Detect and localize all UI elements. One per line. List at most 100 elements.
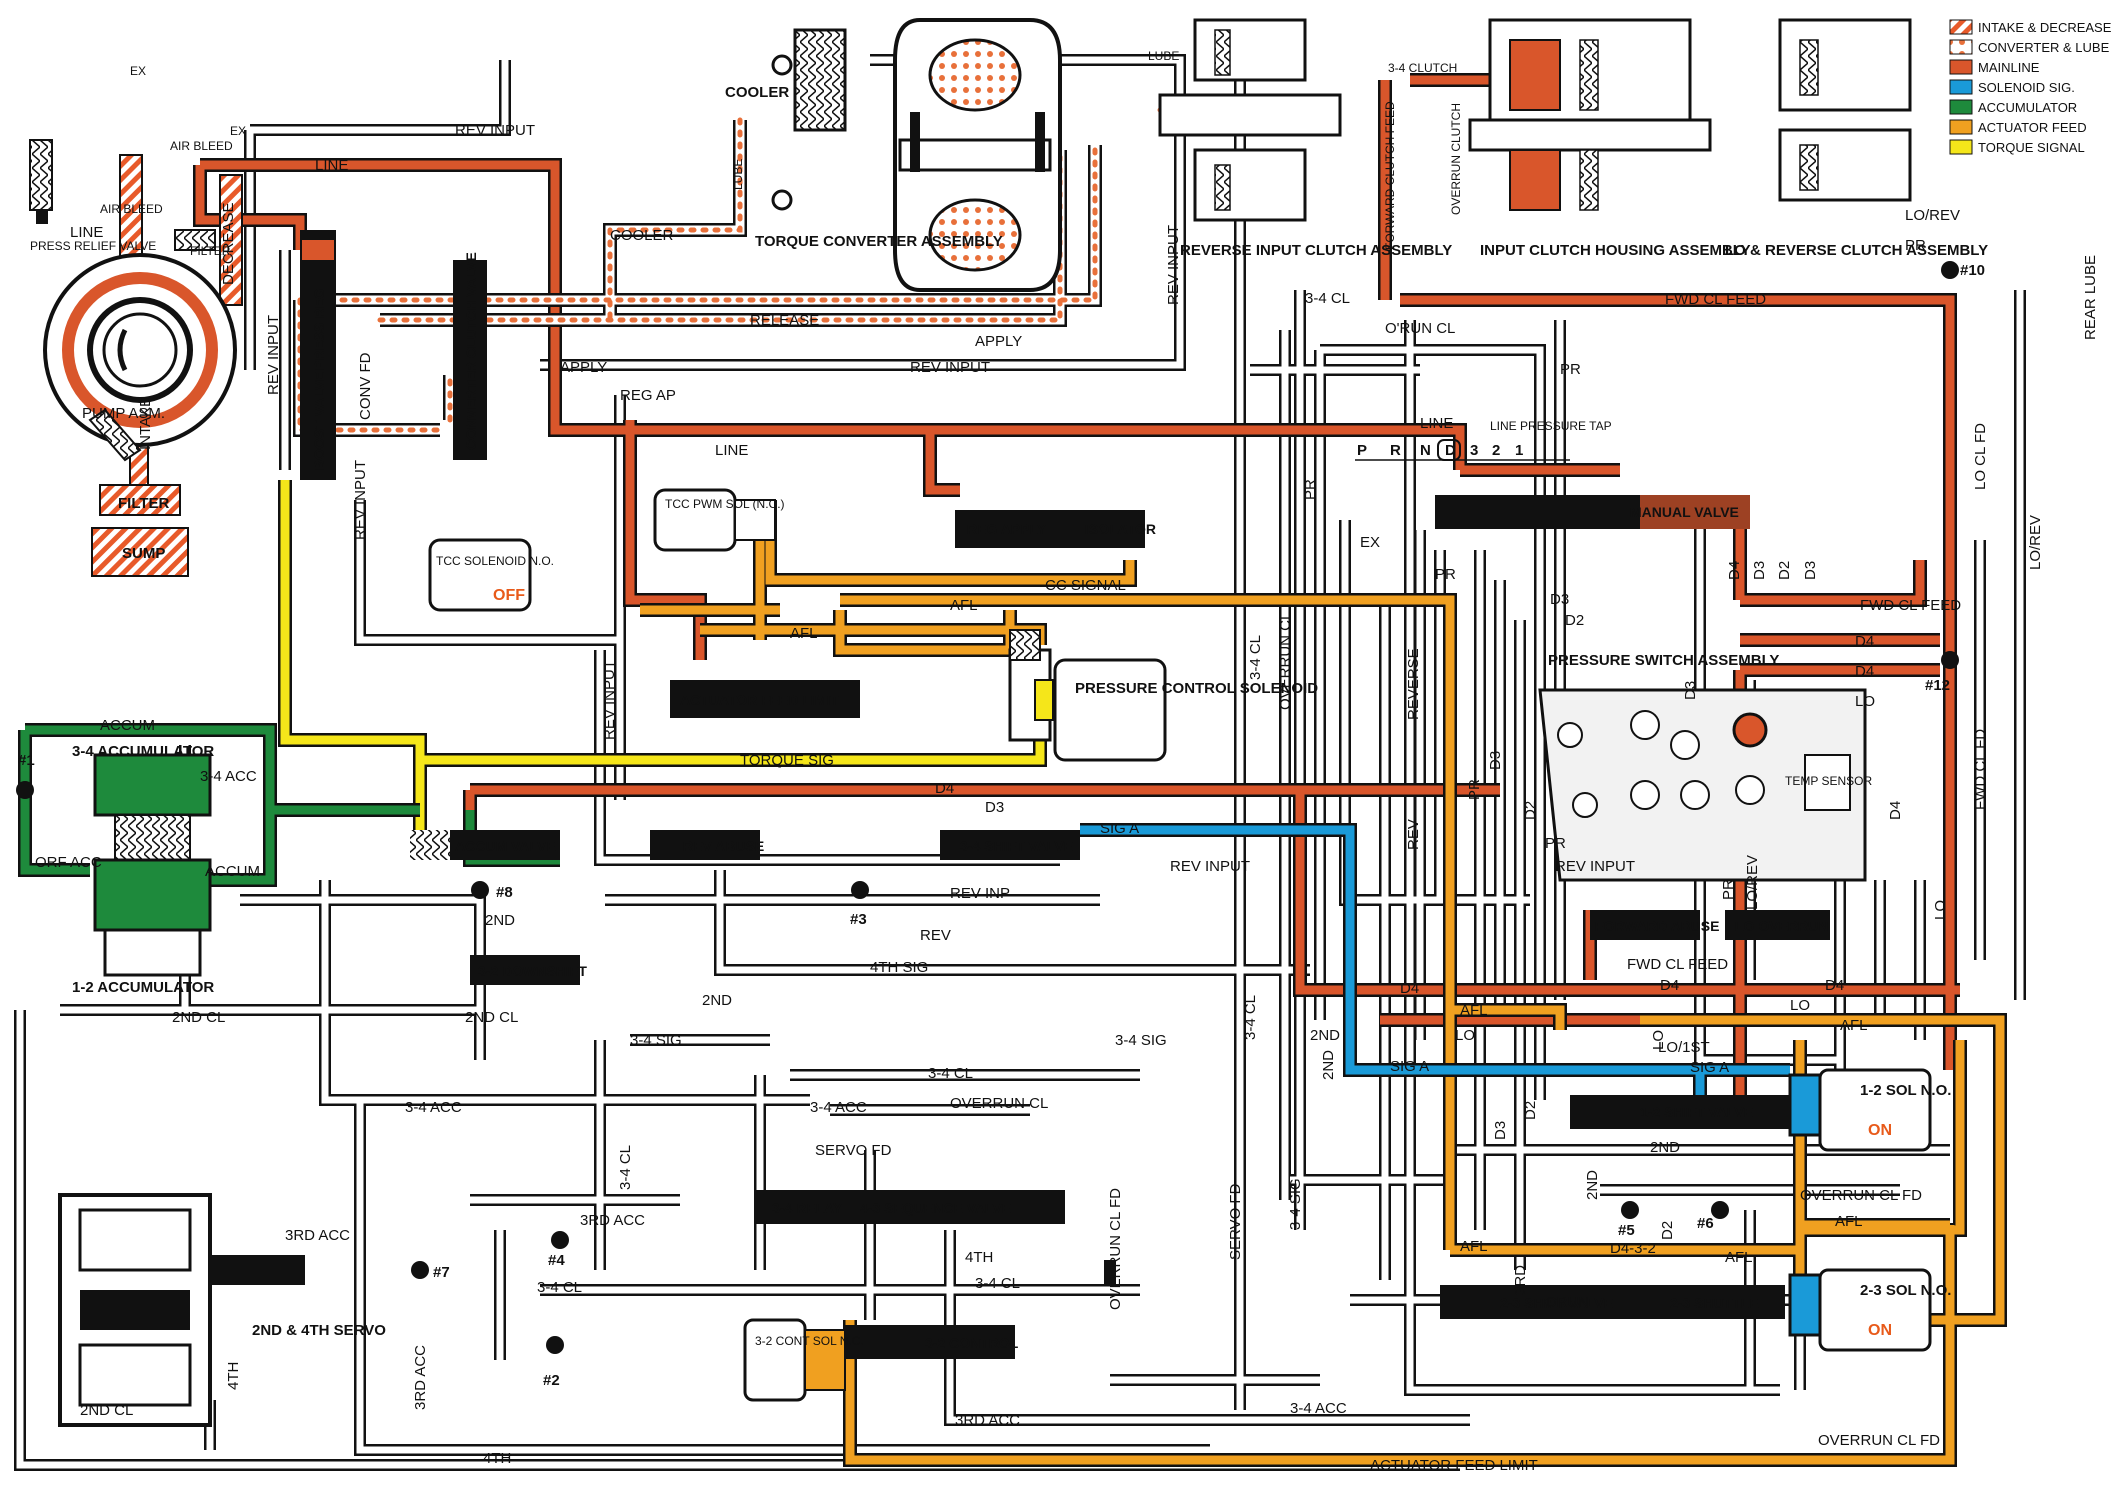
label-2nd-cl: 2ND CL [172,1009,225,1026]
label-accum-2: ACCUM [100,717,155,734]
label-reverse-v: REVERSE [1405,648,1422,720]
label-d4-2: D4 [1660,977,1679,994]
checkball-6: #6 [1697,1215,1714,1232]
accum-12-label: 1-2 ACCUMULATOR [72,979,214,996]
label-pr-v: PR [1302,479,1319,500]
cont-sol-32-label: 3-2 CONT SOL N.C. [755,1334,864,1348]
label-rev-input-4: REV INPUT [1555,858,1635,875]
converter-clutch-valve-label: CONVERTER CLUTCH VALVE [463,252,479,450]
label-line-4: LINE [1420,415,1453,432]
label-lo-2: LO [1855,693,1875,710]
gear-1: 1 [1515,442,1523,459]
legend: INTAKE & DECREASE CONVERTER & LUBE MAINL… [1949,19,2112,155]
label-lo-3: LO [1455,1027,1475,1044]
label-servo-fd-v: SERVO FD [1227,1183,1244,1260]
checkball-5: #5 [1618,1222,1635,1239]
legend-label: MAINLINE [1978,60,2040,75]
label-rev-input-v: REV INPUT [265,315,282,395]
press-relief-valve [29,139,53,224]
solenoid-2-3 [1788,1268,1932,1352]
label-lo-v: LO [1932,900,1949,920]
label-3rd-acc-2: 3RD ACC [955,1412,1020,1429]
label-filter: FILTER [190,244,231,258]
sol-23-state: ON [1868,1322,1892,1339]
label-apply-2: APPLY [560,359,607,376]
label-3rd-acc-v: 3RD ACC [412,1345,429,1410]
gear-r: R [1390,442,1401,459]
label-d4: D4 [935,780,954,797]
label-line: LINE [315,157,348,174]
label-d4-v2: D4 [1887,801,1904,820]
relay-34-label: 3-4 RELAY [772,1200,843,1216]
label-intake-v: INTAKE [137,397,154,450]
label-overrun-cl-fd-v: OVERRUN CL FD [1107,1188,1124,1310]
label-afl-7: AFL [1840,1017,1868,1034]
label-fwd-cl-feed: FWD CL FEED [1627,956,1728,973]
label-d4-6: D4 [1855,663,1874,680]
label-afl-5: AFL [1460,1238,1488,1255]
line-pressure-tap-label: LINE PRESSURE TAP [1490,419,1612,433]
label-sig-a-2: SIG A [1390,1058,1429,1075]
label-conv-fd-v: CONV FD [357,352,374,420]
gear-d: D [1445,442,1456,459]
line-filter [174,229,216,251]
label-actuator-feed-limit: ACTUATOR FEED LIMIT [1370,1457,1538,1474]
actuator-feed-limit-label: ACTUATOR FEED LIMIT [680,692,839,708]
legend-item: ACTUATOR FEED [1949,119,2087,135]
tcc-pwm-solenoid [653,488,776,552]
label-d2-v: D2 [1522,801,1539,820]
checkball-8: #8 [496,884,513,901]
label-overrun-cl: OVERRUN CL [950,1095,1048,1112]
label-afl-3: AFL [1725,1249,1753,1266]
isolator-label: ISOLATOR [1085,521,1156,537]
label-3-4-cl-2: 3-4 CL [975,1275,1020,1292]
label-2nd-3: 2ND [1310,1027,1340,1044]
label-2nd-4: 2ND [485,912,515,929]
reverse-input-clutch-label: REVERSE INPUT CLUTCH ASSEMBLY [1180,242,1452,259]
sol-23-label: 2-3 SOL N.O. [1860,1282,1951,1299]
reg-apply-label: REG APPLY [967,521,1047,537]
temp-sensor-label: TEMP SENSOR [1785,774,1872,788]
label-sig-a-3: SIG A [1690,1059,1729,1076]
label-d4-3-2: D4-3-2 [1610,1240,1656,1257]
label-rev-input-v2: REV INPUT [352,460,369,540]
label-fwd-cl-feed-2: FWD CL FEED [1860,597,1961,614]
label-d2-v3: D2 [1522,1101,1539,1120]
label-afl-6: AFL [1460,1002,1488,1019]
label-3-4-cl-v2: 3-4 CL [1242,995,1259,1040]
torque-converter-assembly [893,18,1062,292]
label-lube-v: LUBE [731,159,745,190]
label-3-4-cl-3: 3-4 CL [537,1279,582,1296]
label-3-4-cl-v3: 3-4 CL [617,1145,634,1190]
press-reg-label: PRESS REG [311,288,327,370]
label-3-4-acc-2: 3-4 ACC [810,1099,867,1116]
label-d3-v4: D3 [1802,561,1819,580]
label-rev-input-v3: REV INPUT [601,660,618,740]
legend-item: TORQUE SIGNAL [1949,139,2085,155]
label-d3-v3: D3 [1751,561,1768,580]
label-pr-3: PR [1560,361,1581,378]
label-o-run-cl: O'RUN CL [1385,320,1455,337]
label-3-4-acc: 3-4 ACC [405,1099,462,1116]
lo-reverse-clutch-label: LO & REVERSE CLUTCH ASSEMBLY [1725,242,1988,259]
checkball-1: #1 [18,752,35,769]
label-d3-v: D3 [1487,751,1504,770]
label-release: RELEASE [750,312,819,329]
pressure-control-solenoid-label: PRESSURE CONTROL SOLENOID [1075,680,1318,697]
label-pr-v2: PR [1466,779,1483,800]
cooler-icon [771,28,847,211]
checkball-10: #10 [1960,262,1985,279]
boost-valve-label: BOOST VALVE [311,372,327,470]
gear-selector-letters: P R N D 3 2 1 [1357,439,1523,461]
label-overrun-cl-v: OVERRUN CL [1277,612,1294,710]
label-servo-fd: SERVO FD [815,1142,892,1159]
checkball-4: #4 [548,1252,565,1269]
label-lo-rev: LO/REV [1905,207,1960,224]
checkball-3: #3 [850,911,867,928]
label-rev-input-2: REV INPUT [910,359,990,376]
label-lube: LUBE [1148,49,1179,63]
label-2nd-cl-3: 2ND CL [80,1402,133,1419]
label-d4-v: D4 [1726,561,1743,580]
legend-label: ACTUATOR FEED [1978,120,2087,135]
